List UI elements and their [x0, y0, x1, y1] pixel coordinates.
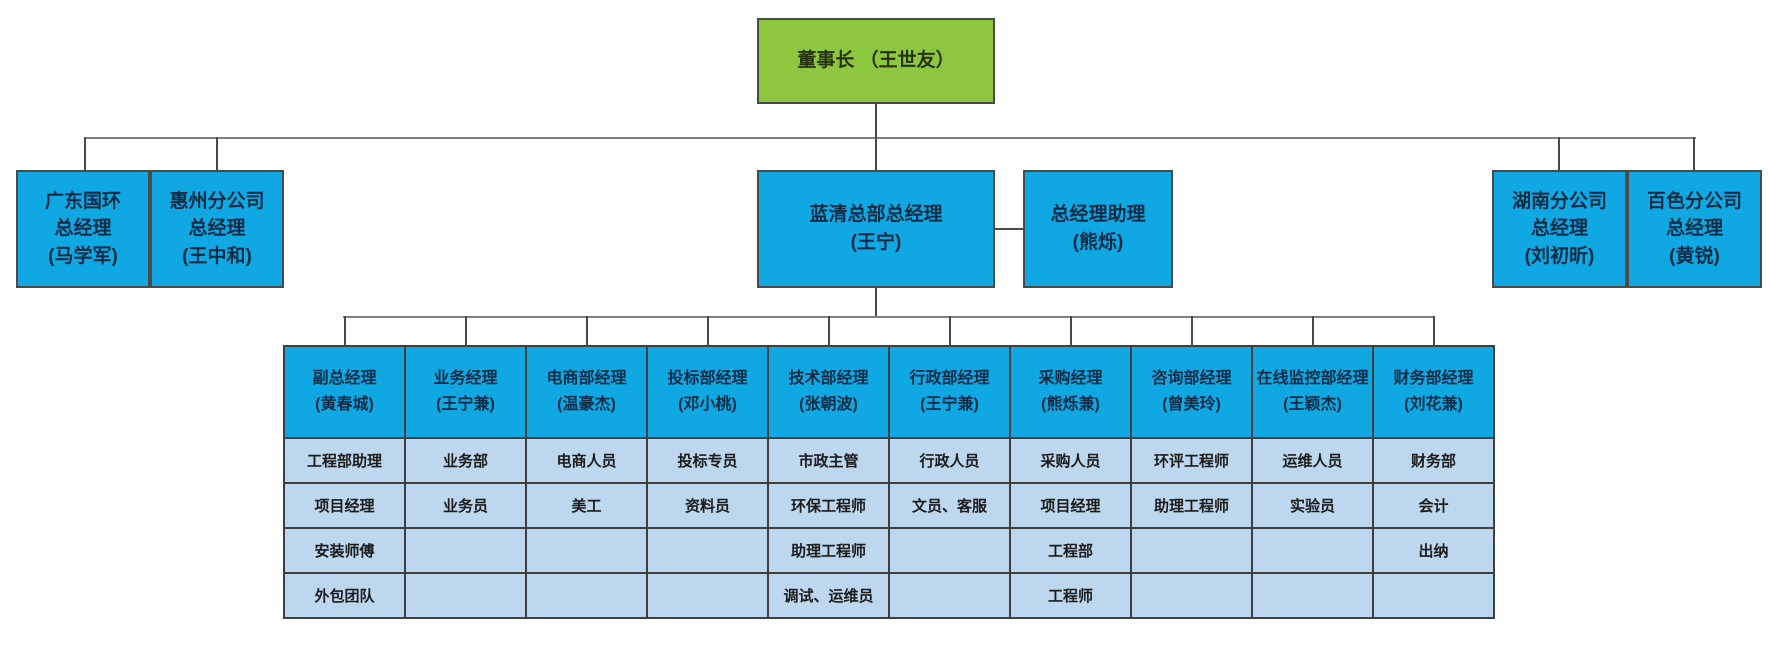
staff-cell: 业务员 [406, 484, 525, 527]
connector-dept-stub [1190, 316, 1193, 345]
dept-header-cell: 财务部经理 (刘花兼) [1374, 347, 1493, 437]
staff-cell [406, 529, 525, 572]
staff-cell [527, 574, 646, 617]
connector-stub-gd [84, 137, 86, 170]
dept-manager-name: (曾美玲) [1162, 396, 1221, 413]
gm-lanqing-hq-box: 蓝清总部总经理 (王宁) [757, 170, 995, 288]
staff-cell: 行政人员 [890, 439, 1009, 482]
chairman-box: 董事长 （王世友） [757, 18, 995, 104]
connector-dept-stub [1432, 316, 1435, 345]
staff-cell: 工程师 [1011, 574, 1130, 617]
staff-cell [648, 529, 767, 572]
staff-cell: 助理工程师 [1132, 484, 1251, 527]
gm-baise-branch-box: 百色分公司 总经理 (黄锐) [1627, 170, 1762, 288]
org-table: 副总经理 (黄春城) 业务经理 (王宁兼) 电商部经理 (温豪杰) 投标部经理 (邓小桃) 技术… [283, 345, 1495, 619]
staff-cell: 采购人员 [1011, 439, 1130, 482]
connector-hq-drop [875, 288, 877, 317]
staff-cell [1253, 529, 1372, 572]
staff-cell [648, 574, 767, 617]
staff-cell: 助理工程师 [769, 529, 888, 572]
connector-chairman-drop [875, 104, 877, 138]
staff-cell [1132, 529, 1251, 572]
staff-cell: 出纳 [1374, 529, 1493, 572]
staff-cell: 美工 [527, 484, 646, 527]
staff-cell [1374, 574, 1493, 617]
dept-title: 业务经理 [433, 370, 498, 388]
dept-header-cell: 在线监控部经理 (王颖杰) [1253, 347, 1372, 437]
staff-cell: 文员、客服 [890, 484, 1009, 527]
connector-stub-hz [216, 137, 218, 170]
connector-dept-stub [1069, 316, 1072, 345]
gm-assistant-box: 总经理助理 (熊烁) [1023, 170, 1173, 288]
gm-hunan-branch-box: 湖南分公司 总经理 (刘初昕) [1492, 170, 1627, 288]
dept-title: 在线监控部经理 [1256, 370, 1369, 388]
staff-cell: 项目经理 [1011, 484, 1130, 527]
connector-dept-rail [343, 316, 1435, 318]
staff-cell: 财务部 [1374, 439, 1493, 482]
staff-cell: 工程部助理 [285, 439, 404, 482]
dept-manager-name: (张朝波) [799, 396, 858, 413]
connector-assistant-link [995, 228, 1023, 230]
staff-cell [890, 529, 1009, 572]
staff-cell [890, 574, 1009, 617]
dept-manager-name: (王宁兼) [920, 396, 979, 413]
dept-header-cell: 采购经理 (熊烁兼) [1011, 347, 1130, 437]
dept-title: 电商部经理 [546, 370, 627, 388]
connector-dept-stub [464, 316, 467, 345]
dept-manager-name: (温豪杰) [557, 396, 616, 413]
staff-cell: 安装师傅 [285, 529, 404, 572]
connector-stub-bs [1693, 137, 1695, 170]
staff-cell: 会计 [1374, 484, 1493, 527]
dept-header-cell: 投标部经理 (邓小桃) [648, 347, 767, 437]
dept-header-cell: 业务经理 (王宁兼) [406, 347, 525, 437]
staff-cell: 项目经理 [285, 484, 404, 527]
staff-cell: 电商人员 [527, 439, 646, 482]
dept-header-cell: 电商部经理 (温豪杰) [527, 347, 646, 437]
gm-huizhou-branch-box: 惠州分公司 总经理 (王中和) [150, 170, 284, 288]
staff-cell: 环评工程师 [1132, 439, 1251, 482]
staff-cell: 调试、运维员 [769, 574, 888, 617]
staff-cell: 工程部 [1011, 529, 1130, 572]
dept-manager-name: (刘花兼) [1404, 396, 1463, 413]
staff-cell: 资料员 [648, 484, 767, 527]
dept-manager-name: (王宁兼) [436, 396, 495, 413]
gm-guangdong-guohuan-box: 广东国环 总经理 (马学军) [16, 170, 150, 288]
dept-header-cell: 行政部经理 (王宁兼) [890, 347, 1009, 437]
staff-cell: 外包团队 [285, 574, 404, 617]
staff-cell [406, 574, 525, 617]
staff-cell [527, 529, 646, 572]
connector-dept-stub [343, 316, 346, 345]
connector-stub-hn [1558, 137, 1560, 170]
dept-manager-name: (熊烁兼) [1041, 396, 1100, 413]
connector-stub-hq [875, 137, 877, 170]
dept-header-cell: 技术部经理 (张朝波) [769, 347, 888, 437]
dept-header-cell: 副总经理 (黄春城) [285, 347, 404, 437]
dept-title: 行政部经理 [909, 370, 990, 388]
staff-cell: 环保工程师 [769, 484, 888, 527]
connector-level2-rail [84, 137, 1696, 139]
dept-title: 采购经理 [1038, 370, 1103, 388]
staff-cell: 运维人员 [1253, 439, 1372, 482]
connector-dept-stub [827, 316, 830, 345]
connector-dept-stub [706, 316, 709, 345]
dept-manager-name: (王颖杰) [1283, 396, 1342, 413]
staff-cell: 市政主管 [769, 439, 888, 482]
dept-manager-name: (黄春城) [315, 396, 374, 413]
connector-dept-stub [948, 316, 951, 345]
dept-header-cell: 咨询部经理 (曾美玲) [1132, 347, 1251, 437]
dept-title: 咨询部经理 [1151, 370, 1232, 388]
staff-cell [1132, 574, 1251, 617]
dept-title: 副总经理 [312, 370, 377, 388]
staff-cell: 业务部 [406, 439, 525, 482]
connector-dept-stub [585, 316, 588, 345]
connector-dept-stub [1311, 316, 1314, 345]
dept-title: 财务部经理 [1393, 370, 1474, 388]
dept-title: 技术部经理 [788, 370, 869, 388]
staff-cell [1253, 574, 1372, 617]
dept-manager-name: (邓小桃) [678, 396, 737, 413]
staff-cell: 投标专员 [648, 439, 767, 482]
staff-cell: 实验员 [1253, 484, 1372, 527]
dept-title: 投标部经理 [667, 370, 748, 388]
